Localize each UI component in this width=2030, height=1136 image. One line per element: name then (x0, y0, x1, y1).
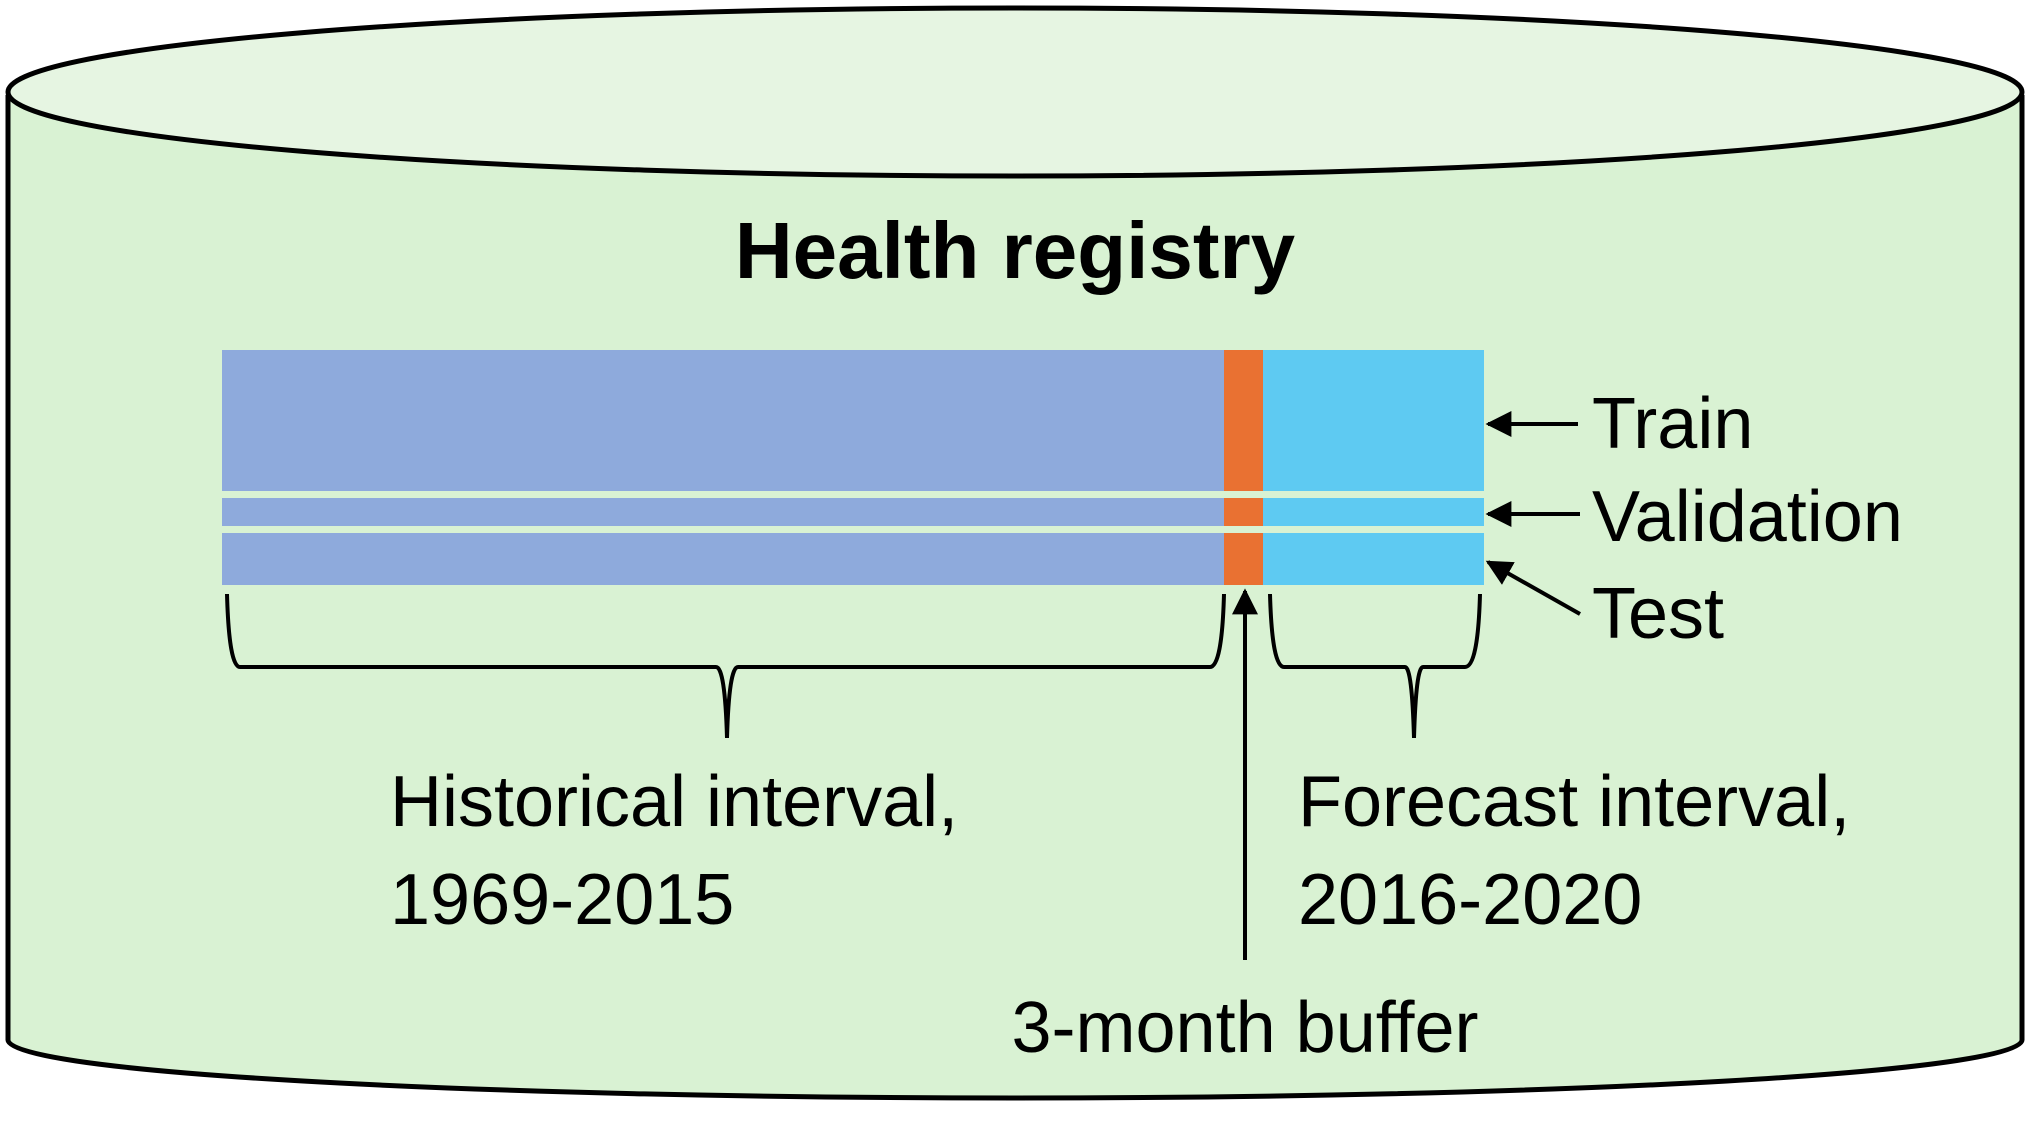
split-separator-train-validation (222, 491, 1484, 498)
split-label-train: Train (1485, 384, 1753, 464)
validation-label: Validation (1592, 477, 1903, 557)
historical-interval-label: Historical interval, 1969-2015 (390, 762, 958, 940)
forecast-segment (1263, 350, 1484, 585)
split-label-test: Test (1485, 560, 1724, 654)
buffer-label: 3-month buffer (1012, 988, 1479, 1068)
diagram-title: Health registry (735, 206, 1296, 295)
train-label: Train (1592, 384, 1753, 464)
buffer-segment (1224, 350, 1263, 585)
historical-line-1: Historical interval, (390, 762, 958, 842)
forecast-line-1: Forecast interval, (1298, 762, 1850, 842)
forecast-interval-label: Forecast interval, 2016-2020 (1298, 762, 1850, 940)
split-separator-validation-test (222, 526, 1484, 533)
cylinder-body (5, 95, 2025, 1101)
historical-brace (225, 593, 1226, 739)
test-label: Test (1592, 574, 1724, 654)
timeline-bar (222, 350, 1484, 585)
split-label-validation: Validation (1485, 477, 1903, 557)
forecast-line-2: 2016-2020 (1298, 860, 1642, 940)
forecast-brace (1268, 593, 1482, 739)
database-cylinder (5, 5, 2025, 1101)
historical-segment (222, 350, 1224, 585)
test-arrow (1485, 560, 1581, 616)
historical-line-2: 1969-2015 (390, 860, 734, 940)
cylinder-top (5, 5, 2025, 179)
